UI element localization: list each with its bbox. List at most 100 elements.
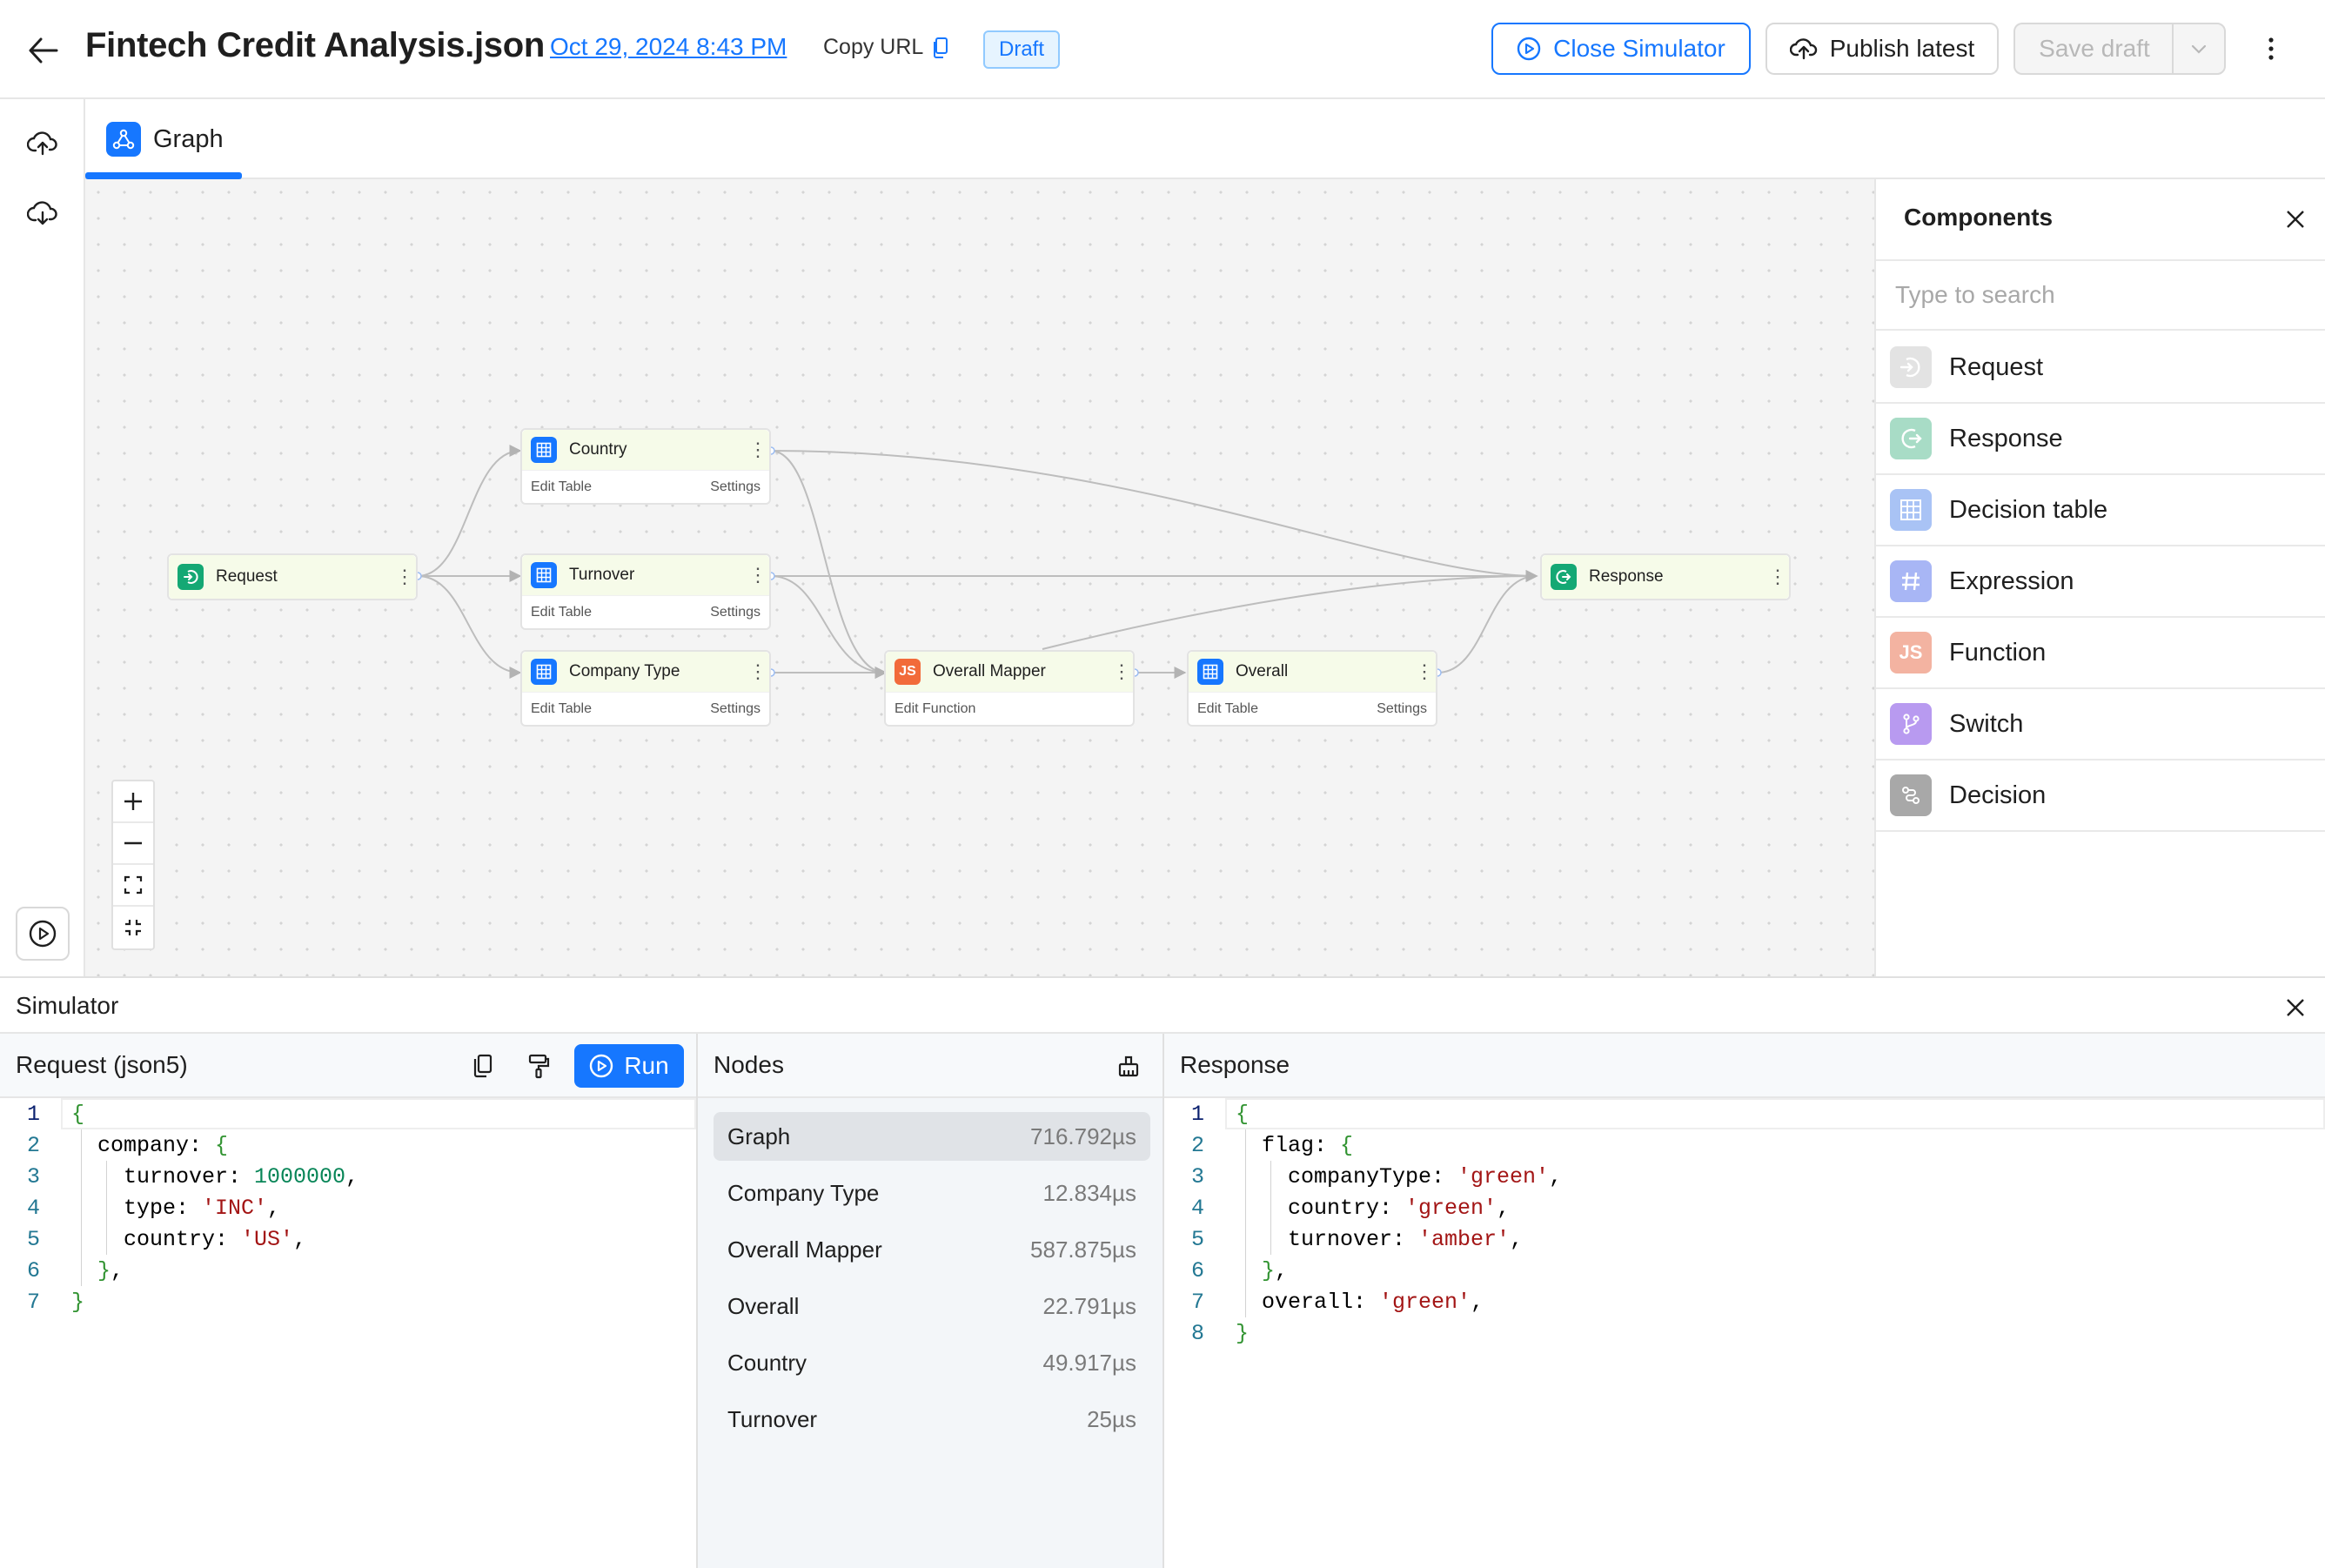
- cloud-download-icon[interactable]: [23, 193, 63, 233]
- chevron-down-icon: [2191, 44, 2207, 54]
- component-decision[interactable]: Decision: [1876, 761, 2325, 832]
- component-label: Decision table: [1949, 495, 2108, 524]
- code-text: turnover: 'amber',: [1236, 1226, 1524, 1252]
- trace-row[interactable]: Turnover 25µs: [714, 1395, 1150, 1444]
- table-icon: [531, 562, 557, 588]
- trace-time: 49.917µs: [1042, 1349, 1136, 1376]
- run-button[interactable]: Run: [574, 1044, 684, 1088]
- code-text: turnover: 1000000,: [71, 1163, 359, 1189]
- edge-turnover-mapper: [770, 575, 888, 679]
- table-icon: [1890, 489, 1932, 531]
- component-expression[interactable]: Expression: [1876, 546, 2325, 618]
- play-circle-icon: [1517, 37, 1541, 61]
- status-badge: Draft: [983, 30, 1061, 69]
- code-text: },: [97, 1257, 124, 1283]
- node-request[interactable]: Request ⋮: [167, 553, 418, 600]
- node-label: Company Type: [569, 662, 680, 680]
- trace-row-graph[interactable]: Graph 716.792µs: [714, 1112, 1150, 1161]
- settings-link[interactable]: Settings: [1377, 700, 1427, 716]
- top-header: Fintech Credit Analysis.json Oct 29, 202…: [0, 0, 2325, 99]
- trace-time: 716.792µs: [1030, 1122, 1136, 1149]
- edit-table-link[interactable]: Edit Table: [1197, 700, 1258, 716]
- settings-link[interactable]: Settings: [710, 604, 760, 620]
- code-line: 2 company: {: [26, 1132, 229, 1158]
- graph-icon: [106, 122, 141, 157]
- copy-url-button[interactable]: Copy URL: [823, 35, 948, 60]
- code-text: }: [71, 1289, 85, 1315]
- node-label: Response: [1589, 567, 1664, 586]
- version-date-link[interactable]: Oct 29, 2024 8:43 PM: [550, 33, 787, 60]
- component-request[interactable]: Request: [1876, 332, 2325, 404]
- copy-icon[interactable]: [466, 1049, 499, 1082]
- node-overall[interactable]: Overall ⋮ Edit Table Settings: [1187, 650, 1437, 727]
- request-pane-header: Request (json5) Run: [0, 1034, 696, 1098]
- node-response[interactable]: Response ⋮: [1540, 553, 1791, 600]
- tab-graph-label: Graph: [153, 124, 224, 153]
- node-overall-mapper[interactable]: JS Overall Mapper ⋮ Edit Function: [884, 650, 1135, 727]
- component-response[interactable]: Response: [1876, 404, 2325, 475]
- settings-link[interactable]: Settings: [710, 479, 760, 494]
- zoom-in-button[interactable]: [113, 781, 153, 823]
- component-decision-table[interactable]: Decision table: [1876, 475, 2325, 546]
- edit-function-link[interactable]: Edit Function: [894, 700, 976, 716]
- node-menu-icon[interactable]: ⋮: [395, 566, 414, 587]
- node-label: Turnover: [569, 566, 635, 584]
- node-menu-icon[interactable]: ⋮: [1415, 660, 1434, 682]
- current-line-highlight: [1225, 1098, 2325, 1129]
- node-menu-icon[interactable]: ⋮: [1768, 566, 1787, 587]
- save-draft-dropdown[interactable]: [2172, 23, 2226, 75]
- code-text: company: {: [71, 1132, 229, 1158]
- edit-table-link[interactable]: Edit Table: [531, 479, 592, 494]
- close-icon[interactable]: [2278, 990, 2313, 1025]
- trace-row[interactable]: Overall 22.791µs: [714, 1282, 1150, 1330]
- code-text: },: [1262, 1257, 1289, 1283]
- back-arrow-icon[interactable]: [24, 31, 63, 70]
- components-panel: Components Request Response Decision tab…: [1874, 179, 2325, 976]
- graph-canvas[interactable]: Request ⋮ Country ⋮ Edit Table Settings …: [85, 179, 1874, 976]
- settings-link[interactable]: Settings: [710, 700, 760, 716]
- request-editor[interactable]: 1{ 2 company: { 3 turnover: 1000000, 4 t…: [0, 1098, 696, 1317]
- response-editor[interactable]: 1{ 2 flag: { 3 companyType: 'green', 4 c…: [1164, 1098, 2325, 1349]
- clear-icon[interactable]: [1112, 1049, 1145, 1082]
- hash-icon: [1890, 560, 1932, 602]
- node-menu-icon[interactable]: ⋮: [748, 564, 767, 586]
- compress-icon: [125, 920, 141, 935]
- edge-country-response: [770, 450, 1538, 582]
- code-line: 7 overall: 'green',: [1190, 1289, 1484, 1315]
- compress-view-button[interactable]: [113, 907, 153, 948]
- node-menu-icon[interactable]: ⋮: [748, 439, 767, 460]
- publish-latest-button[interactable]: Publish latest: [1766, 23, 1999, 75]
- tab-graph[interactable]: Graph: [106, 122, 224, 157]
- code-line: 2 flag: {: [1190, 1132, 1354, 1158]
- edit-table-link[interactable]: Edit Table: [531, 604, 592, 620]
- plus-icon: [124, 793, 142, 810]
- node-turnover[interactable]: Turnover ⋮ Edit Table Settings: [520, 553, 771, 630]
- component-function[interactable]: JS Function: [1876, 618, 2325, 689]
- cloud-upload-icon: [1789, 38, 1817, 60]
- node-country[interactable]: Country ⋮ Edit Table Settings: [520, 428, 771, 505]
- node-menu-icon[interactable]: ⋮: [748, 660, 767, 682]
- close-icon[interactable]: [2278, 202, 2313, 237]
- more-vertical-icon[interactable]: [2254, 31, 2288, 66]
- fit-view-button[interactable]: [113, 865, 153, 907]
- edit-table-link[interactable]: Edit Table: [531, 700, 592, 716]
- trace-row[interactable]: Overall Mapper 587.875µs: [714, 1225, 1150, 1274]
- save-draft-button[interactable]: Save draft: [2013, 23, 2174, 75]
- tab-bar: Graph: [85, 99, 2325, 179]
- trace-time: 25µs: [1087, 1405, 1136, 1432]
- trace-row[interactable]: Company Type 12.834µs: [714, 1169, 1150, 1217]
- cloud-upload-icon[interactable]: [23, 124, 63, 164]
- code-text: {: [71, 1101, 85, 1127]
- trace-row[interactable]: Country 49.917µs: [714, 1338, 1150, 1387]
- components-search-input[interactable]: [1876, 261, 2325, 329]
- active-tab-indicator: [85, 172, 242, 179]
- component-switch[interactable]: Switch: [1876, 689, 2325, 761]
- format-painter-icon[interactable]: [522, 1049, 555, 1082]
- table-icon: [531, 659, 557, 685]
- node-menu-icon[interactable]: ⋮: [1112, 660, 1131, 682]
- simulator-toggle-button[interactable]: [16, 907, 70, 961]
- node-company-type[interactable]: Company Type ⋮ Edit Table Settings: [520, 650, 771, 727]
- request-icon: [178, 564, 204, 590]
- close-simulator-button[interactable]: Close Simulator: [1491, 23, 1751, 75]
- zoom-out-button[interactable]: [113, 823, 153, 865]
